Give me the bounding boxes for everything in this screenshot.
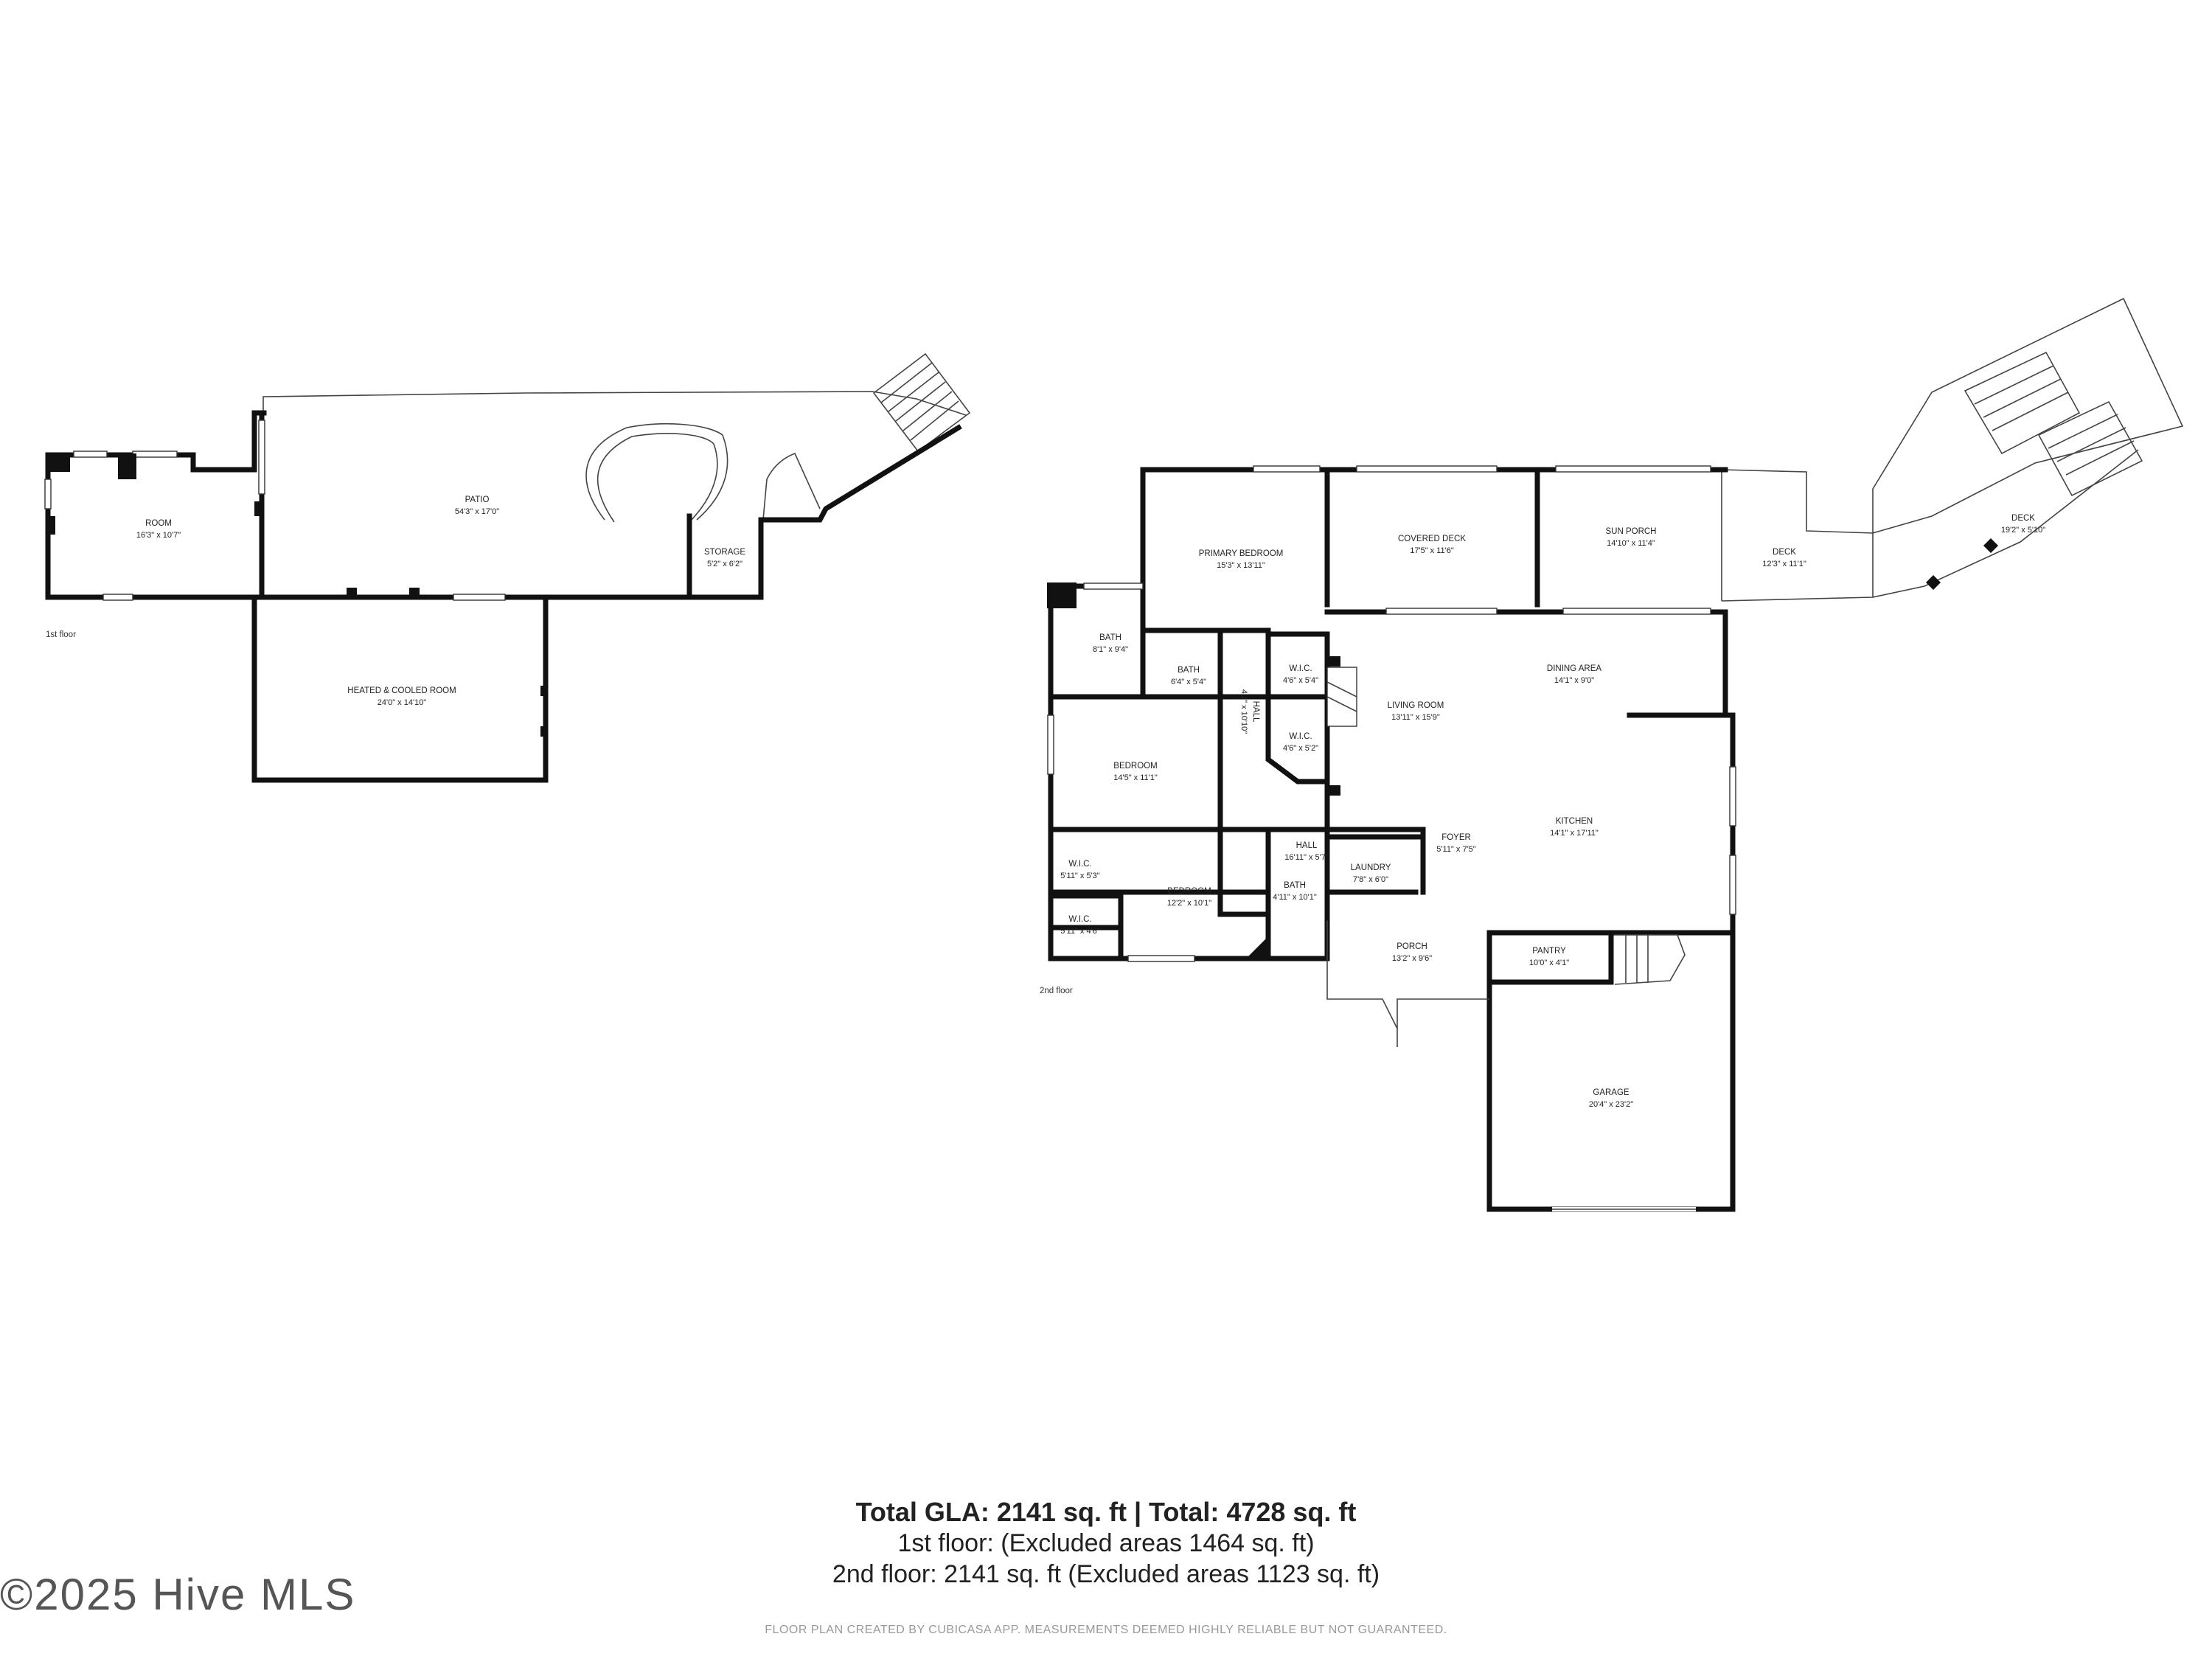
second-floor-summary: 2nd floor: 2141 sq. ft (Excluded areas 1… <box>832 1560 1380 1588</box>
storage-label: STORAGE <box>704 548 745 557</box>
wic-label: W.I.C. <box>1289 664 1312 673</box>
total-area-summary: Total GLA: 2141 sq. ft | Total: 4728 sq.… <box>855 1497 1357 1527</box>
porch-dims: 13'2" x 9'6" <box>1392 954 1432 963</box>
bedroom-dims: 14'5" x 11'1" <box>1113 773 1158 782</box>
room-labels: ROOM 16'3" x 10'7" PATIO 54'3" x 17'0" S… <box>46 495 2045 1109</box>
wic-dims: 4'6" x 5'4" <box>1283 676 1318 685</box>
foyer-label: FOYER <box>1441 833 1471 842</box>
wic-dims: 4'6" x 5'2" <box>1283 744 1318 753</box>
primary-bedroom-label: PRIMARY BEDROOM <box>1199 549 1284 558</box>
room-dims: 16'3" x 10'7" <box>136 531 181 540</box>
covered-deck-dims: 17'5" x 11'6" <box>1410 546 1454 555</box>
second-floor-plan <box>1047 297 2184 1212</box>
pantry-dims: 10'0" x 4'1" <box>1529 959 1569 967</box>
wic-dims: 5'11" x 4'6" <box>1060 927 1099 936</box>
deck-stairs <box>1964 351 2143 497</box>
patio-arch <box>762 452 821 521</box>
patio-dims: 54'3" x 17'0" <box>455 507 499 516</box>
watermark: ©2025 Hive MLS <box>0 1570 356 1619</box>
porch-label: PORCH <box>1397 942 1427 951</box>
disclaimer: FLOOR PLAN CREATED BY CUBICASA APP. MEAS… <box>765 1624 1447 1636</box>
pantry-stairs <box>1614 934 1686 985</box>
porch-outline <box>1326 918 1489 1047</box>
bedroom-label: BEDROOM <box>1167 887 1211 896</box>
dining-area-label: DINING AREA <box>1547 664 1601 673</box>
first-floor-summary: 1st floor: (Excluded areas 1464 sq. ft) <box>897 1529 1315 1557</box>
covered-deck-label: COVERED DECK <box>1398 535 1466 543</box>
first-floor-plan <box>44 352 971 783</box>
wic-dims: 5'11" x 5'3" <box>1060 872 1099 880</box>
upper-deck-dims: 19'2" x 5'10" <box>2001 526 2045 535</box>
hall-dims: 16'11" x 5'7" <box>1284 853 1329 862</box>
hall-dims-vertical: 4'1" x 10'10" <box>1239 689 1248 734</box>
patio-curved-wall <box>585 423 728 521</box>
sun-porch-dims: 14'10" x 11'4" <box>1607 539 1655 548</box>
wic-label: W.I.C. <box>1068 860 1091 869</box>
bedroom-label: BEDROOM <box>1113 762 1157 771</box>
wic-label: W.I.C. <box>1289 732 1312 741</box>
bath-dims: 6'4" x 5'4" <box>1171 678 1206 686</box>
bath-label: BATH <box>1284 881 1306 890</box>
hall-label: HALL <box>1296 841 1318 850</box>
dining-area-dims: 14'1" x 9'0" <box>1554 676 1594 685</box>
laundry-dims: 7'8" x 6'0" <box>1353 875 1388 884</box>
heated-room-dims: 24'0" x 14'10" <box>378 698 427 707</box>
pantry-label: PANTRY <box>1532 947 1566 956</box>
living-room-dims: 13'11" x 15'9" <box>1391 713 1440 722</box>
deck-post <box>1926 575 1941 590</box>
bedroom-dims: 12'2" x 10'1" <box>1167 899 1211 908</box>
foyer-dims: 5'11" x 7'5" <box>1436 845 1475 854</box>
room-label: ROOM <box>145 519 172 528</box>
first-floor-label: 1st floor <box>46 630 76 639</box>
kitchen-dims: 14'1" x 17'11" <box>1550 829 1599 838</box>
bath-label: BATH <box>1099 633 1121 642</box>
garage-label: GARAGE <box>1593 1088 1630 1097</box>
second-floor-label: 2nd floor <box>1040 987 1073 995</box>
kitchen-label: KITCHEN <box>1556 817 1593 826</box>
patio-south-wall <box>259 424 962 600</box>
wic-label: W.I.C. <box>1068 915 1091 924</box>
deck-outline <box>1721 297 2184 534</box>
second-floor-exterior-walls <box>1140 467 1728 633</box>
bath-dims: 8'1" x 9'4" <box>1093 645 1128 654</box>
garage-dims: 20'4" x 23'2" <box>1589 1100 1633 1109</box>
heated-room-label: HEATED & COOLED ROOM <box>347 686 456 695</box>
bath-dims: 4'11" x 10'1" <box>1273 893 1317 902</box>
storage-dims: 5'2" x 6'2" <box>707 560 742 568</box>
laundry-label: LAUNDRY <box>1351 863 1391 872</box>
deck-dims: 12'3" x 11'1" <box>1762 560 1806 568</box>
pantry-walls <box>1486 930 1614 985</box>
patio-label: PATIO <box>465 495 490 504</box>
living-room-label: LIVING ROOM <box>1388 701 1444 710</box>
patio-outline <box>262 391 967 416</box>
upper-deck-label: DECK <box>2011 514 2035 523</box>
hall-label-vertical: HALL <box>1251 701 1260 723</box>
bath-label: BATH <box>1178 666 1200 675</box>
deck-label: DECK <box>1773 548 1796 557</box>
patio-stairs <box>872 352 971 453</box>
primary-bedroom-dims: 15'3" x 13'11" <box>1217 561 1265 570</box>
sun-porch-label: SUN PORCH <box>1605 527 1656 536</box>
